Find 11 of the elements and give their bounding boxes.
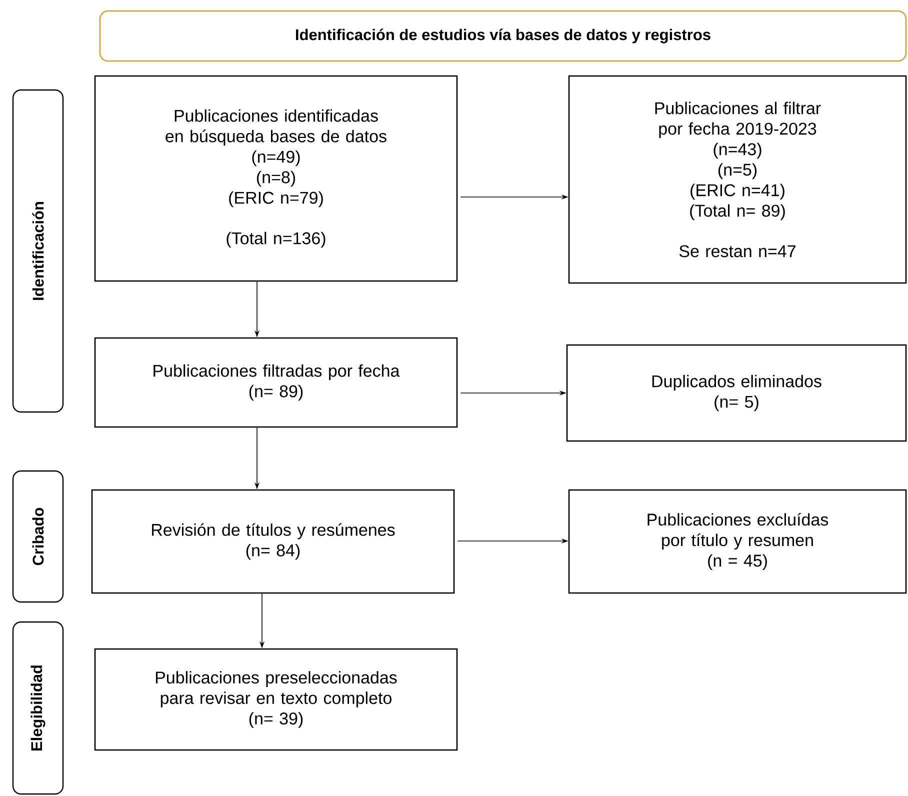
process-box: Duplicados eliminados (n= 5) (566, 344, 907, 442)
process-box: Publicaciones preseleccionadas para revisar en texto completo (n= 39) (94, 648, 458, 751)
process-box: Publicaciones excluídas por título y resumen (n = 45) (568, 489, 907, 594)
process-box: Publicaciones identificadas en búsqueda bases de datos (n=49) (n=8) (ERIC n=79) (Total n=136) (94, 75, 458, 282)
process-box: Revisión de títulos y resúmenes (n= 84) (91, 489, 455, 594)
process-box: Publicaciones filtradas por fecha (n= 89) (94, 337, 458, 428)
phase-label: Cribado (12, 470, 64, 603)
phase-label: Elegibilidad (12, 621, 64, 795)
title-banner: Identificación de estudios vía bases de datos y registros (99, 10, 907, 62)
phase-label: Identificación (12, 89, 64, 413)
process-box: Publicaciones al filtrar por fecha 2019-2023 (n=43) (n=5) (ERIC n=41) (Total n= 89) Se restan n=47 (568, 75, 907, 284)
